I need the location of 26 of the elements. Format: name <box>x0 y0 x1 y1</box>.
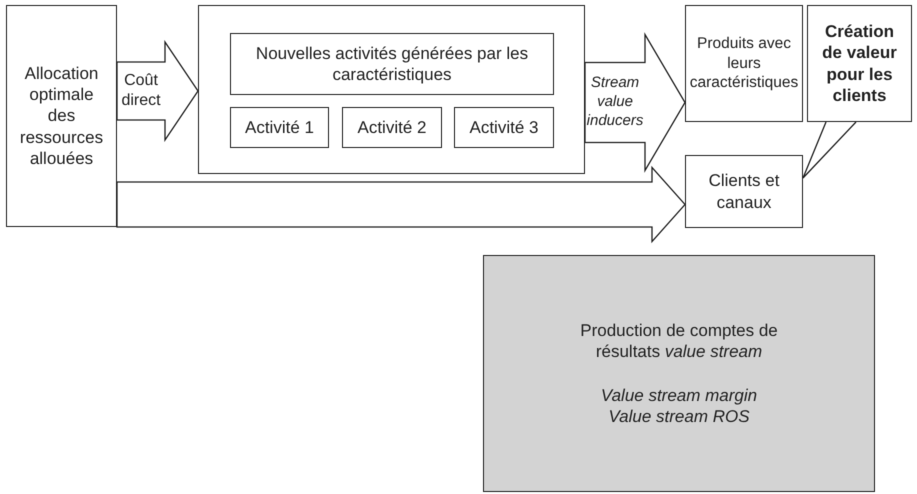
edge-label: Stream value inducers <box>586 73 644 131</box>
node-text: Nouvelles activités générées par les caractéristiques <box>254 42 530 86</box>
process-box <box>6 5 117 227</box>
process-box <box>454 107 554 148</box>
node-text: Allocation optimale des ressources allouées <box>18 62 104 170</box>
group-box <box>198 5 585 174</box>
result-box <box>483 255 875 492</box>
callout-bubble <box>807 5 912 122</box>
node-text: Production de comptes de résultats value stream <box>579 320 779 362</box>
node-text: Value stream margin <box>600 384 758 406</box>
node-text: Value stream ROS <box>608 406 750 427</box>
node-text: Activité 1 <box>245 116 314 138</box>
edge-label: Coût direct <box>120 71 162 111</box>
node-text: Produits avec leurs caractéristiques <box>690 34 798 93</box>
block-arrow <box>116 40 199 142</box>
block-arrow <box>116 166 686 244</box>
process-box <box>230 33 554 95</box>
process-box <box>230 107 329 148</box>
block-arrow <box>584 32 686 173</box>
process-box <box>685 5 803 122</box>
node-text: Activité 3 <box>470 116 538 138</box>
node-text: Clients et canaux <box>708 170 780 213</box>
node-text: Création de valeur pour les clients <box>821 21 898 106</box>
process-box <box>342 107 442 148</box>
process-box <box>685 155 803 228</box>
node-text: Activité 2 <box>358 116 426 138</box>
